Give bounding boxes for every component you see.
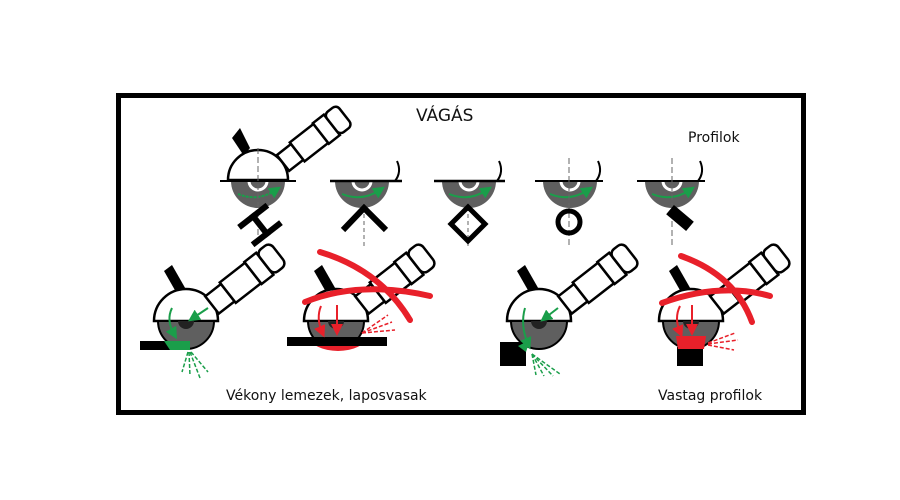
profile-angle-cut bbox=[330, 160, 402, 248]
sparks-icon bbox=[531, 353, 561, 377]
profile-square-tube-cut bbox=[434, 160, 505, 248]
thin-sheets-label: Vékony lemezek, laposvasak bbox=[226, 388, 427, 404]
example-thick-block-incorrect bbox=[657, 243, 791, 366]
square-tube-profile bbox=[447, 203, 489, 245]
diagram-title: VÁGÁS bbox=[416, 106, 474, 126]
flat-bar-profile bbox=[666, 205, 694, 231]
i-beam-profile bbox=[237, 202, 283, 248]
sparks-icon bbox=[181, 351, 209, 379]
example-thin-plate-correct bbox=[140, 243, 286, 379]
thick-block-workpiece bbox=[677, 347, 703, 366]
angle-profile bbox=[340, 203, 389, 233]
diagram-frame bbox=[116, 93, 806, 415]
profile-round-tube-cut bbox=[535, 158, 603, 248]
example-thin-plate-incorrect bbox=[287, 243, 436, 351]
cross-out-icon bbox=[659, 253, 773, 325]
thick-profiles-label: Vastag profilok bbox=[658, 388, 763, 404]
profile-i-beam-cut bbox=[220, 105, 352, 248]
cross-out-icon bbox=[302, 249, 433, 323]
angle-grinder-icon bbox=[226, 105, 352, 182]
thin-plate-workpiece bbox=[140, 341, 190, 350]
profile-flat-bar-cut bbox=[637, 158, 705, 248]
round-tube-profile bbox=[555, 208, 583, 236]
thin-plate-workpiece bbox=[287, 337, 387, 346]
example-thick-block-correct bbox=[500, 243, 639, 377]
rotation-arrow-icon bbox=[237, 186, 281, 199]
profiles-label: Profilok bbox=[688, 130, 740, 146]
